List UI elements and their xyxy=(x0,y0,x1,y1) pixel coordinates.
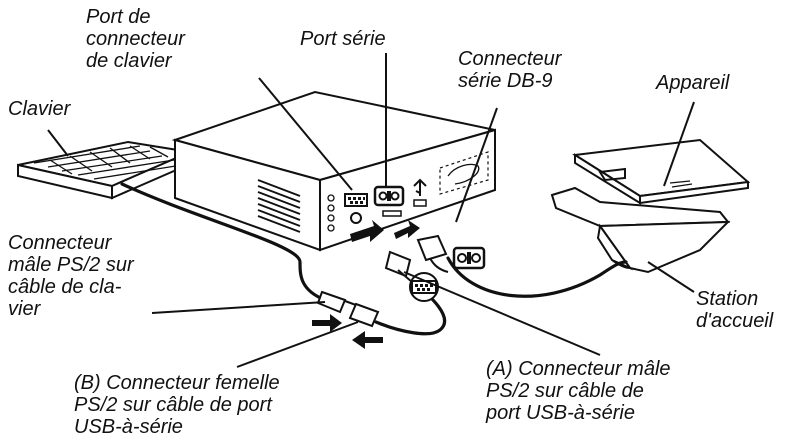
leader-lines xyxy=(47,53,695,368)
label-device: Appareil xyxy=(656,72,730,94)
label-docking-station: Station d'accueil xyxy=(696,288,774,332)
label-db9-serial-connector: Connecteur série DB-9 xyxy=(458,48,562,92)
label-b-female-ps2: (B) Connecteur femelle PS/2 sur câble de… xyxy=(74,372,280,438)
cables xyxy=(120,182,628,336)
cradle-illustration xyxy=(550,186,731,274)
keyboard-illustration xyxy=(17,140,194,200)
label-keyboard: Clavier xyxy=(8,98,71,120)
device-illustration xyxy=(572,138,751,205)
label-keyboard-cable-male-ps2: Connecteur mâle PS/2 sur câble de cla- v… xyxy=(8,232,134,320)
direction-arrows xyxy=(312,220,420,349)
label-keyboard-connector-port: Port de connecteur de clavier xyxy=(86,6,185,72)
label-serial-port: Port série xyxy=(300,28,386,50)
serial-port-callout-icon xyxy=(452,246,486,270)
computer-illustration xyxy=(171,90,496,252)
label-a-male-ps2: (A) Connecteur mâle PS/2 sur câble de po… xyxy=(486,358,671,424)
